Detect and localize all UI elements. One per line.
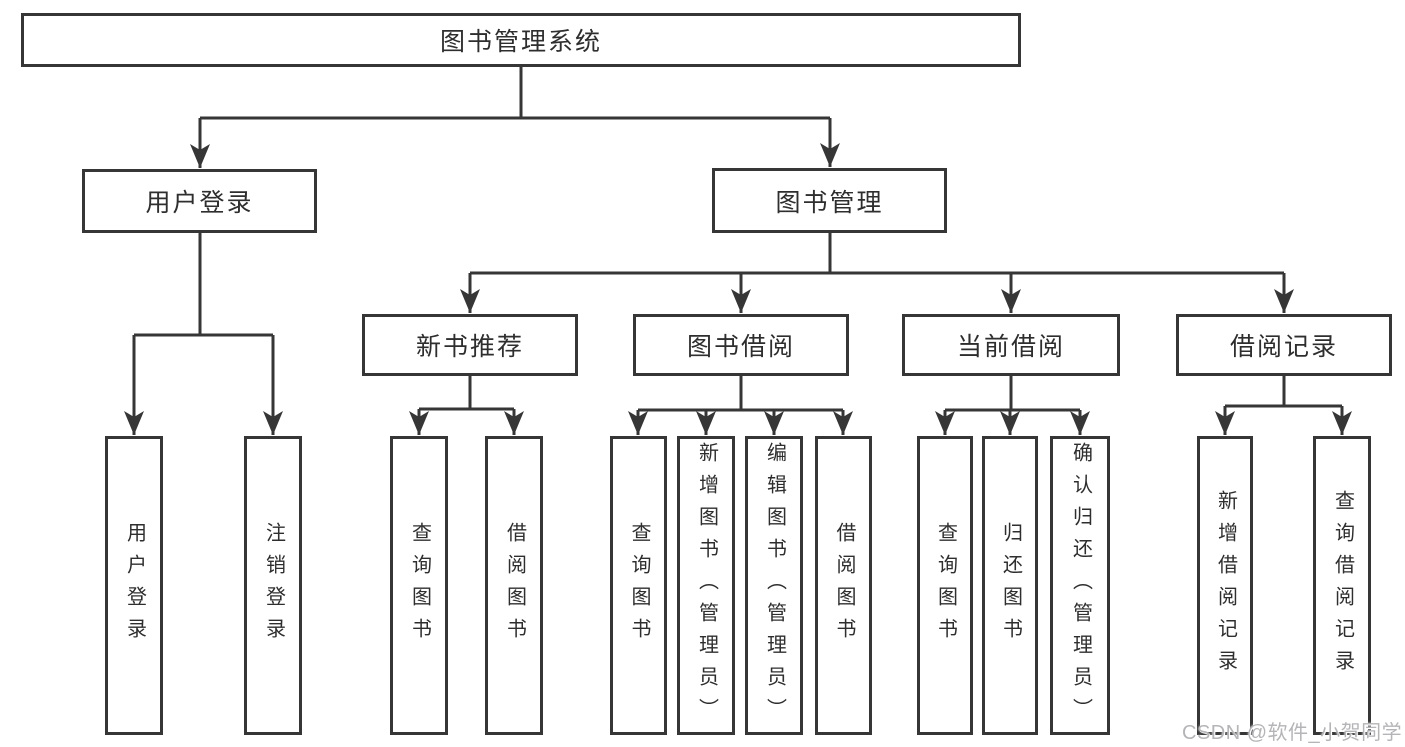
leaf-query-book-borrowing: 查询图书 (610, 436, 667, 735)
node-root-system: 图书管理系统 (21, 13, 1021, 67)
leaf-borrow-book-borrowing: 借阅图书 (815, 436, 872, 735)
leaf-add-borrow-record: 新增借阅记录 (1197, 436, 1253, 735)
leaf-query-book-borrowing-label: 查询图书 (628, 521, 650, 650)
leaf-query-borrow-record: 查询借阅记录 (1313, 436, 1371, 735)
leaf-query-book-recommend: 查询图书 (390, 436, 448, 735)
leaf-add-book-admin-label: 新增图书（管理员） (695, 441, 718, 730)
leaf-return-book-label: 归还图书 (999, 521, 1022, 650)
leaf-add-book-admin: 新增图书（管理员） (677, 436, 735, 735)
connector-new-rec-to-leaves (409, 376, 524, 435)
node-user-login: 用户登录 (82, 169, 317, 233)
leaf-logout-label: 注销登录 (262, 521, 285, 650)
leaf-query-borrow-record-label: 查询借阅记录 (1331, 489, 1354, 682)
csdn-watermark: CSDN @软件_小贺同学 (1182, 722, 1403, 744)
leaf-user-login-label: 用户登录 (123, 521, 146, 650)
leaf-borrow-book-recommend: 借阅图书 (485, 436, 543, 735)
leaf-return-book: 归还图书 (982, 436, 1038, 735)
node-new-book-recommend: 新书推荐 (362, 314, 578, 376)
node-book-management: 图书管理 (712, 168, 947, 233)
leaf-query-book-recommend-label: 查询图书 (408, 521, 431, 650)
connector-root-to-branches (190, 67, 840, 168)
node-book-borrowing: 图书借阅 (633, 314, 849, 376)
connector-current-borrow-to-leaves (935, 376, 1090, 435)
node-current-borrowing: 当前借阅 (902, 314, 1120, 376)
connector-borrow-record-to-leaves (1215, 376, 1352, 435)
leaf-confirm-return-admin-label: 确认归还（管理员） (1069, 441, 1092, 730)
leaf-borrow-book-recommend-label: 借阅图书 (503, 521, 526, 650)
leaf-edit-book-admin: 编辑图书（管理员） (745, 436, 803, 735)
connector-book-borrow-to-leaves (628, 376, 853, 435)
node-borrowing-records: 借阅记录 (1176, 314, 1392, 376)
leaf-logout: 注销登录 (244, 436, 302, 735)
leaf-edit-book-admin-label: 编辑图书（管理员） (763, 441, 786, 730)
connector-user-login-to-leaves (124, 233, 283, 435)
leaf-add-borrow-record-label: 新增借阅记录 (1214, 489, 1237, 682)
leaf-user-login: 用户登录 (105, 436, 163, 735)
connector-book-mgmt-to-modules (460, 233, 1294, 313)
leaf-query-book-current: 查询图书 (917, 436, 973, 735)
leaf-query-book-current-label: 查询图书 (934, 521, 957, 650)
leaf-confirm-return-admin: 确认归还（管理员） (1050, 436, 1110, 735)
leaf-borrow-book-borrowing-label: 借阅图书 (833, 521, 855, 650)
